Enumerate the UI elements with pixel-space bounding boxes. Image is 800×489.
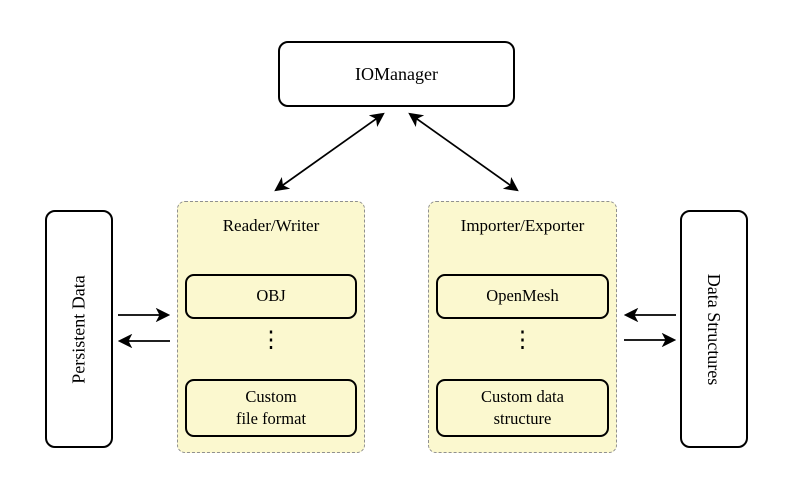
persistent-data-label: Persistent Data bbox=[68, 274, 89, 384]
custom-file-format-box: Custom file format bbox=[185, 379, 357, 437]
custom-file-format-label: Custom file format bbox=[235, 386, 307, 428]
data-structures-label: Data Structures bbox=[704, 273, 725, 385]
arrow-iomanager-readerwriter bbox=[274, 112, 385, 192]
custom-data-structure-box: Custom data structure bbox=[436, 379, 609, 437]
data-structures-box: Data Structures bbox=[680, 210, 748, 448]
persistent-data-box: Persistent Data bbox=[45, 210, 113, 448]
arrow-iomanager-importerexporter bbox=[408, 112, 519, 192]
iomanager-box: IOManager bbox=[278, 41, 515, 107]
reader-writer-group: Reader/Writer OBJ ⋮ Custom file format bbox=[177, 201, 365, 453]
iomanager-label: IOManager bbox=[355, 63, 438, 84]
vdots-left: ⋮ bbox=[259, 327, 283, 352]
obj-label: OBJ bbox=[256, 286, 286, 306]
openmesh-box: OpenMesh bbox=[436, 274, 609, 319]
vdots-right: ⋮ bbox=[511, 327, 534, 352]
custom-data-structure-label: Custom data structure bbox=[481, 386, 564, 428]
importer-exporter-title: Importer/Exporter bbox=[460, 216, 585, 235]
openmesh-label: OpenMesh bbox=[486, 286, 559, 306]
reader-writer-title: Reader/Writer bbox=[222, 216, 320, 235]
importer-exporter-group: Importer/Exporter OpenMesh ⋮ Custom data… bbox=[428, 201, 617, 453]
obj-box: OBJ bbox=[185, 274, 357, 319]
